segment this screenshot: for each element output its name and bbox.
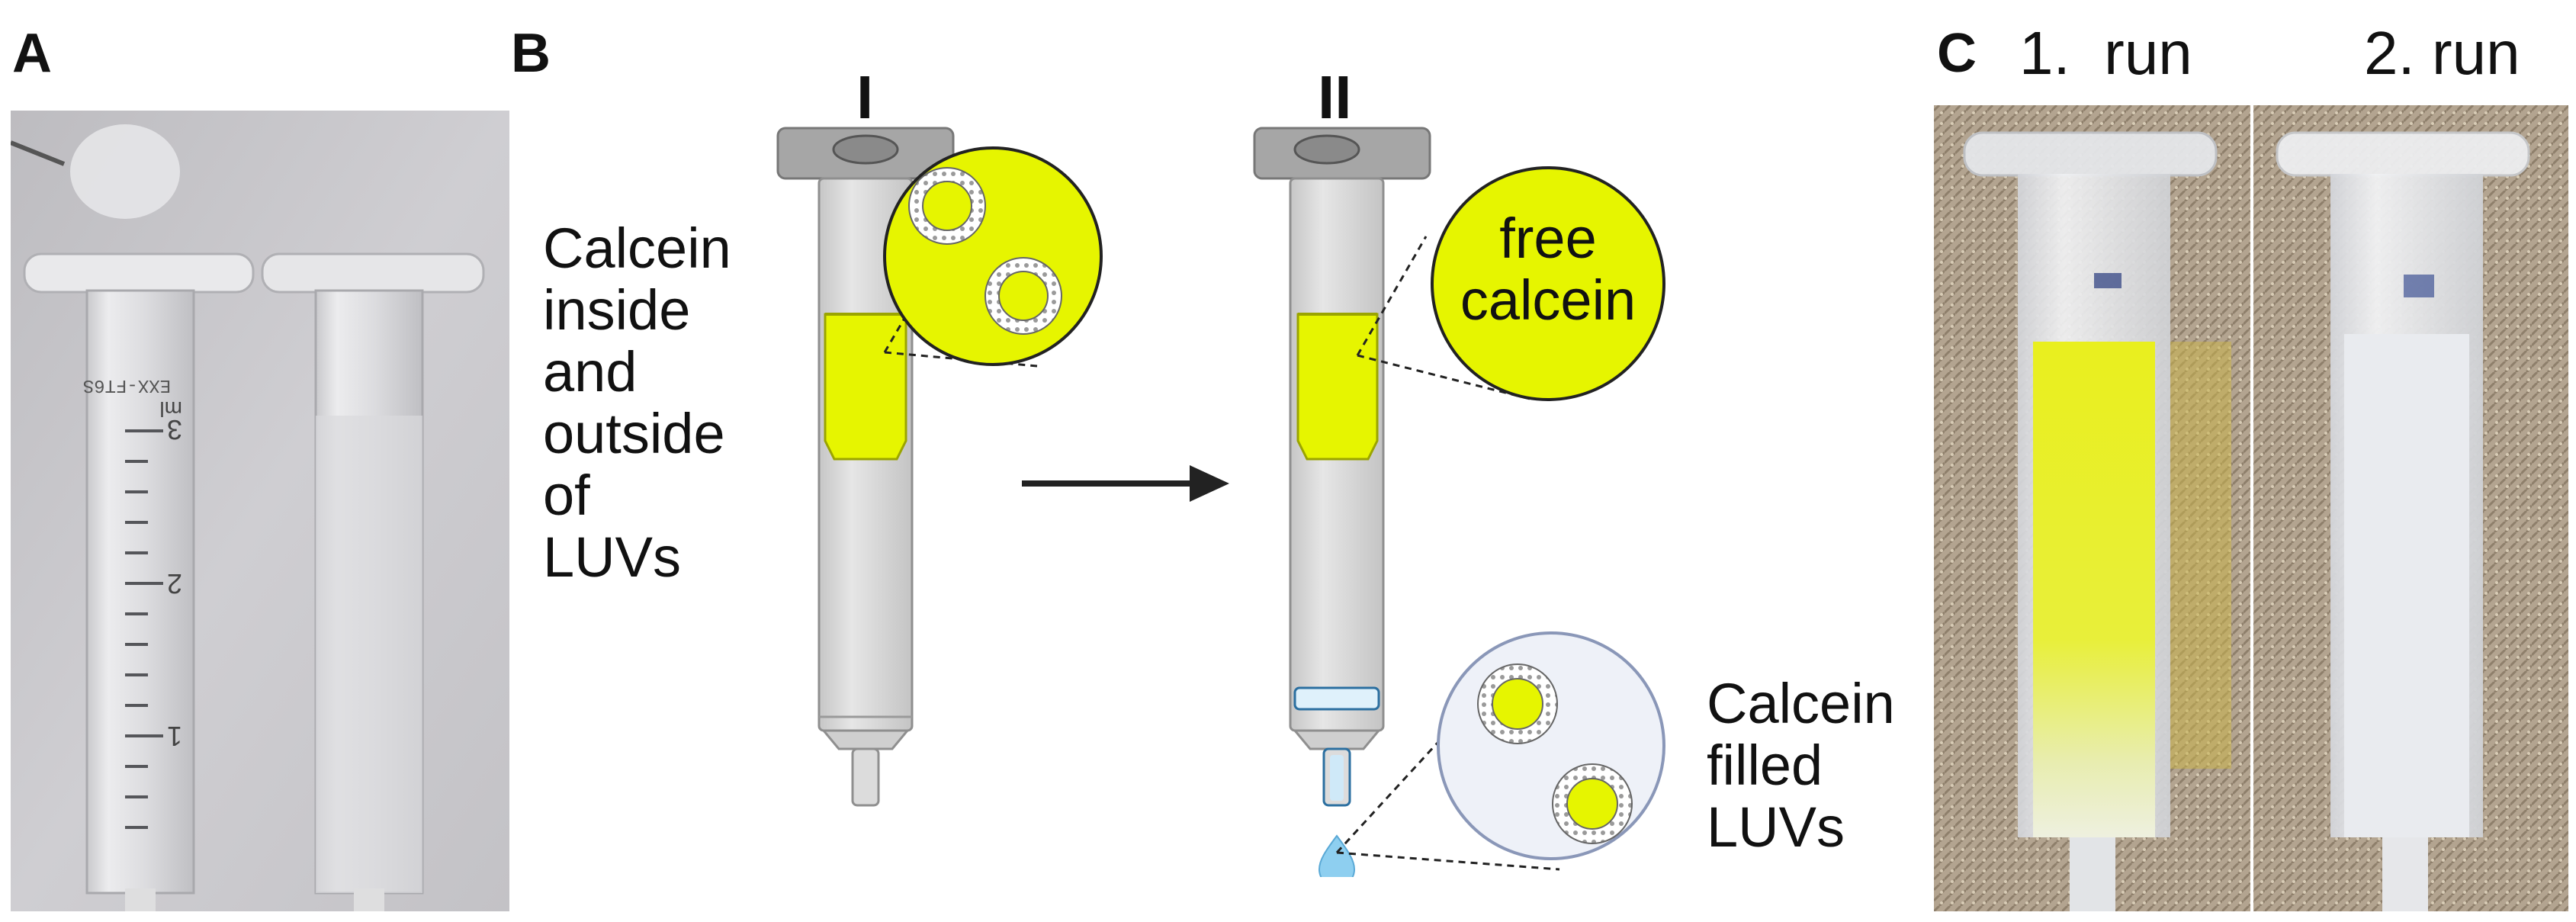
left-caption-line: of <box>543 464 590 527</box>
right-caption-line: filled <box>1707 734 1823 797</box>
zoom-bubble-one <box>883 146 1103 368</box>
free-calcein-line: free <box>1499 207 1597 270</box>
scale-number-3: 3 <box>167 414 182 445</box>
free-calcein-line: calcein <box>1460 268 1636 332</box>
liposome <box>908 167 986 245</box>
tweezers <box>11 140 66 166</box>
right-caption-line: LUVs <box>1707 795 1845 859</box>
left-caption-line: outside <box>543 402 725 465</box>
liposome <box>1477 663 1558 744</box>
scale-number-1: 1 <box>167 721 182 752</box>
stage-one-label: I <box>856 63 874 131</box>
run-one-label: 1. run <box>2019 19 2192 87</box>
zoom-bubble-three <box>1335 631 1665 871</box>
free-calcein-label: free calcein <box>1434 207 1662 331</box>
run-one-column <box>1963 131 2231 911</box>
column-two <box>1253 127 1431 877</box>
filter-disc <box>70 124 180 219</box>
column-two-frit <box>1293 686 1380 711</box>
panel-a-letter: A <box>12 23 52 84</box>
process-arrow <box>1022 465 1229 502</box>
left-syringe: 3 2 1 ml EXX-FT6S <box>23 252 255 911</box>
left-caption-line: Calcein <box>543 217 731 280</box>
run-two-column <box>2276 131 2530 911</box>
scale-unit: ml <box>159 397 182 421</box>
liposome <box>1552 763 1633 844</box>
zoom-bubble-two <box>1356 166 1665 401</box>
column-one <box>776 127 955 807</box>
scale-number-2: 2 <box>167 568 182 599</box>
photo-a-syringes: 3 2 1 ml EXX-FT6S <box>11 111 509 911</box>
eluate-droplet <box>1318 834 1356 877</box>
liposome <box>984 257 1062 335</box>
left-caption-line: LUVs <box>543 525 681 589</box>
run-two-white-gel <box>2344 334 2469 837</box>
left-caption-line: and <box>543 340 638 403</box>
left-caption: Calcein inside and outside of LUVs <box>543 217 731 588</box>
photo-c-columns <box>1934 105 2568 911</box>
panel-c-letter: C <box>1937 23 1977 84</box>
right-caption: Calcein filled LUVs <box>1707 673 1895 858</box>
column-two-gel <box>1296 313 1379 461</box>
right-caption-line: Calcein <box>1707 672 1895 735</box>
diagram-b <box>747 114 1937 877</box>
right-syringe <box>261 252 485 911</box>
run-two-label: 2. run <box>2364 19 2520 87</box>
run-one-yellow-gel <box>2033 342 2155 837</box>
stage-two-label: II <box>1318 63 1352 131</box>
left-caption-line: inside <box>543 278 691 342</box>
panel-b-letter: B <box>511 23 551 84</box>
barrel-marking: EXX-FT6S <box>83 374 171 395</box>
